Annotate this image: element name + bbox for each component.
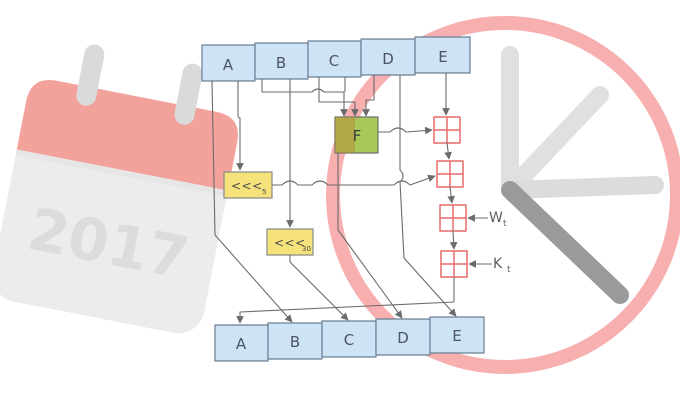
register-top-a: A bbox=[201, 44, 256, 82]
adder-3 bbox=[439, 204, 467, 232]
svg-text:E: E bbox=[452, 327, 461, 345]
svg-text:30: 30 bbox=[302, 245, 311, 253]
register-bottom-d: D bbox=[375, 318, 431, 356]
register-bottom-c: C bbox=[321, 320, 377, 358]
register-bottom-b: B bbox=[267, 322, 323, 360]
svg-text:D: D bbox=[397, 329, 409, 347]
k-input-label: K t bbox=[493, 256, 511, 275]
calendar-ring-right bbox=[174, 63, 203, 125]
clock-ring bbox=[326, 16, 680, 374]
adder-1 bbox=[433, 116, 461, 144]
register-top-c: C bbox=[307, 40, 362, 78]
svg-text:t: t bbox=[507, 265, 511, 275]
clock-hand-diagonal bbox=[501, 86, 609, 199]
svg-text:<<<: <<< bbox=[231, 179, 263, 193]
svg-text:D: D bbox=[382, 50, 394, 68]
register-top-b: B bbox=[254, 42, 309, 80]
register-bottom-e: E bbox=[429, 316, 485, 354]
calendar-icon: 2017 bbox=[0, 44, 238, 334]
svg-text:A: A bbox=[223, 56, 234, 74]
calendar-ring-left bbox=[76, 44, 105, 106]
rotate-left-5-block: <<< 5 bbox=[223, 171, 273, 199]
clock-hand-horizontal bbox=[501, 176, 664, 199]
svg-text:5: 5 bbox=[262, 188, 266, 196]
w-input-label: W t bbox=[489, 210, 507, 229]
register-top-d: D bbox=[360, 38, 416, 76]
svg-text:F: F bbox=[353, 127, 362, 145]
adder-2 bbox=[436, 160, 464, 188]
bottom-registers: A B C D E bbox=[214, 316, 485, 362]
clock-icon bbox=[326, 16, 680, 374]
connectors bbox=[211, 73, 492, 323]
clock-hand-dark bbox=[501, 181, 629, 304]
svg-text:B: B bbox=[290, 333, 300, 351]
register-bottom-a: A bbox=[214, 324, 269, 362]
sha1-round-diagram: A B C D E A bbox=[201, 36, 511, 362]
svg-text:A: A bbox=[236, 335, 247, 353]
top-registers: A B C D E bbox=[201, 36, 471, 82]
svg-text:B: B bbox=[276, 54, 286, 72]
rotate-left-30-block: <<< 30 bbox=[266, 228, 314, 256]
svg-text:E: E bbox=[438, 48, 447, 66]
svg-text:<<<: <<< bbox=[274, 236, 306, 250]
register-top-e: E bbox=[414, 36, 471, 74]
adder-4 bbox=[440, 250, 468, 278]
svg-text:C: C bbox=[344, 331, 354, 349]
svg-text:W: W bbox=[489, 210, 503, 226]
svg-text:K: K bbox=[493, 256, 503, 272]
svg-text:t: t bbox=[503, 219, 507, 229]
svg-text:C: C bbox=[329, 52, 339, 70]
function-f-block: F bbox=[334, 116, 379, 154]
